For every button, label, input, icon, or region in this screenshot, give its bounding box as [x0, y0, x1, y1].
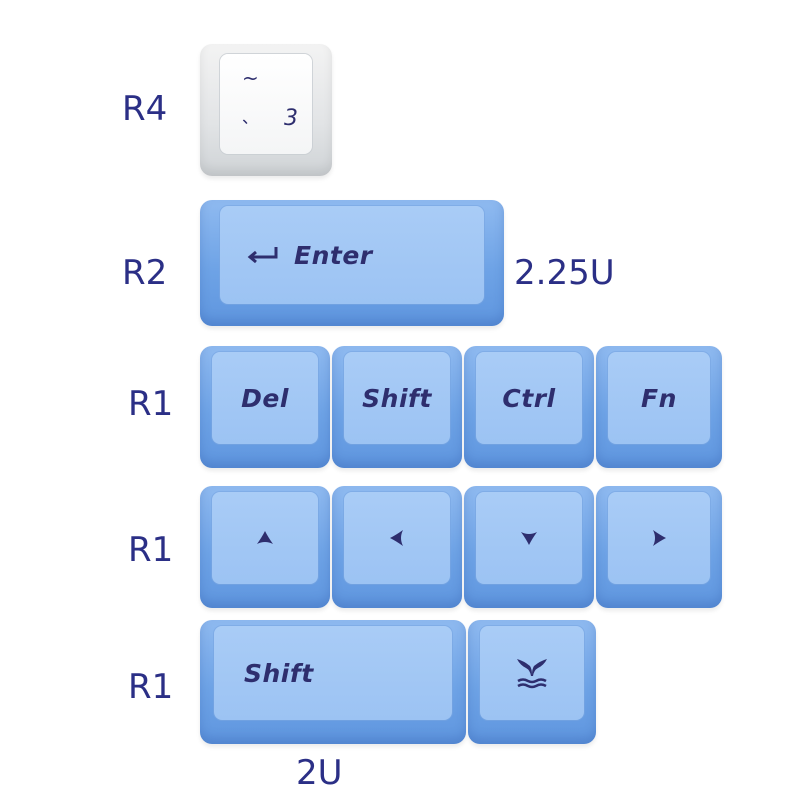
keycap-fn: Fn: [596, 346, 722, 468]
arrow-up-icon: [255, 530, 275, 546]
keycap-del: Del: [200, 346, 330, 468]
keycap-del-top: Del: [212, 352, 318, 444]
keycap-tilde-top: ~ 、 3: [220, 54, 312, 154]
row-label-r1-arrows: R1: [128, 530, 174, 570]
return-arrow-icon: [246, 244, 280, 266]
keycap-arrow-up-top: [212, 492, 318, 584]
legend-shift: Shift: [362, 383, 432, 413]
row-label-r1-shift: R1: [128, 667, 174, 707]
keycap-arrow-down: [464, 486, 594, 608]
keycap-enter-top: Enter: [220, 206, 484, 304]
keycap-whale: [468, 620, 596, 744]
row-label-r2: R2: [122, 253, 168, 293]
arrow-down-icon: [519, 530, 539, 546]
legend-shift-2u: Shift: [244, 658, 314, 688]
keycap-shift: Shift: [332, 346, 462, 468]
row-label-r1-function: R1: [128, 384, 174, 424]
legend-fn: Fn: [641, 383, 677, 413]
keycap-arrow-right-top: [608, 492, 710, 584]
size-label-2u: 2U: [296, 753, 343, 793]
keycap-shift-top: Shift: [344, 352, 450, 444]
keycap-shift-2u: Shift: [200, 620, 466, 744]
legend-enter: Enter: [294, 240, 373, 270]
legend-dun-comma: 、: [242, 108, 259, 127]
legend-ctrl: Ctrl: [502, 383, 556, 413]
arrow-left-icon: [389, 528, 405, 548]
keycap-tilde: ~ 、 3: [200, 44, 332, 176]
keycap-arrow-left-top: [344, 492, 450, 584]
keycap-enter: Enter: [200, 200, 504, 326]
whale-tail-icon: [514, 657, 550, 689]
keycap-arrow-down-top: [476, 492, 582, 584]
legend-del: Del: [241, 383, 289, 413]
keycap-ctrl-top: Ctrl: [476, 352, 582, 444]
keycap-whale-top: [480, 626, 584, 720]
keycap-fn-top: Fn: [608, 352, 710, 444]
keycap-ctrl: Ctrl: [464, 346, 594, 468]
keycap-arrow-right: [596, 486, 722, 608]
legend-three: 3: [284, 106, 298, 131]
keycap-arrow-left: [332, 486, 462, 608]
keycap-shift-2u-top: Shift: [214, 626, 452, 720]
size-label-2-25u: 2.25U: [514, 253, 615, 293]
arrow-right-icon: [651, 528, 667, 548]
row-label-r4: R4: [122, 89, 168, 129]
legend-tilde: ~: [242, 66, 259, 90]
keycap-arrow-up: [200, 486, 330, 608]
